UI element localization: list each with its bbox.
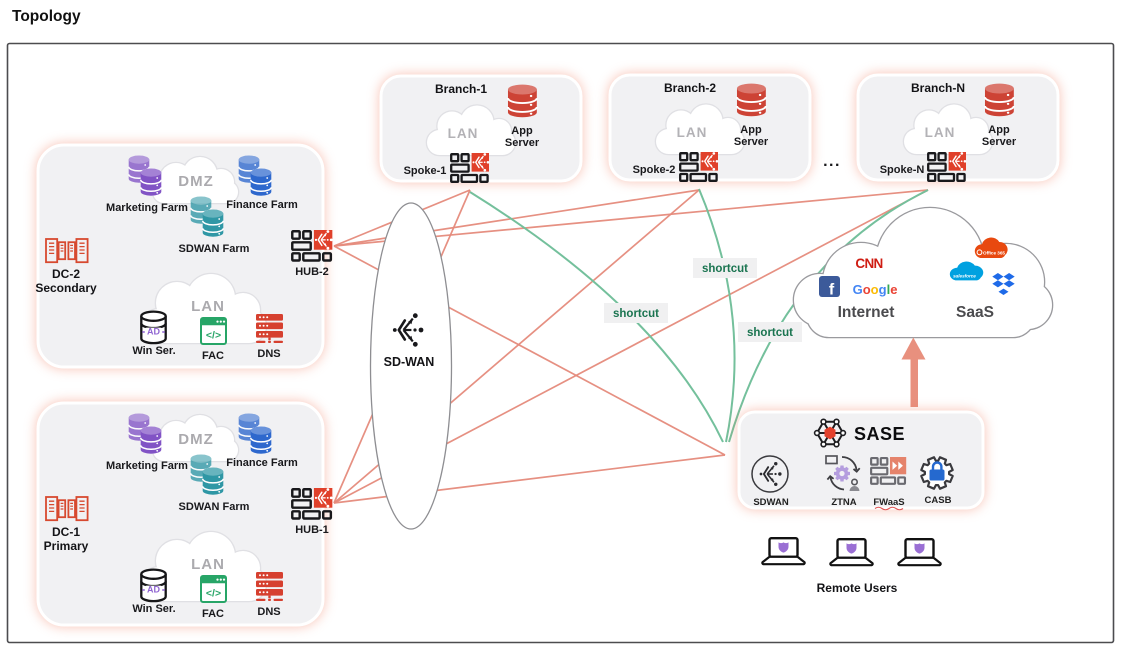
marketing-farm-label: Marketing Farm (106, 202, 188, 214)
fac-label: FAC (202, 350, 224, 362)
dc2-name-line2: Secondary (35, 281, 97, 295)
dmz-label: DMZ (178, 173, 214, 190)
shortcut-label-2: shortcut (604, 303, 668, 323)
cnn-logo: CNN (855, 256, 882, 271)
sdwan-farm-label: SDWAN Farm (179, 243, 250, 255)
lan-cloud: LAN (654, 103, 746, 156)
lan-cloud: LAN (140, 272, 268, 345)
app-server-label-line1: App (988, 124, 1010, 136)
finance-farm-label: Finance Farm (226, 199, 298, 211)
internet-label: Internet (838, 304, 895, 321)
app-server-label-line2: Server (982, 136, 1017, 148)
app-server-icon (735, 82, 767, 118)
salesforce-text: salesforce (953, 274, 976, 279)
sdwan-cloud: SD-WAN (369, 202, 453, 530)
shortcut-label-1: shortcut (693, 258, 757, 278)
spoke1-label: Spoke-1 (404, 165, 447, 177)
shortcut-label-3: shortcut (738, 322, 802, 342)
shortcut-label-text: shortcut (702, 263, 748, 275)
sase-sdwan-label: SDWAN (753, 497, 789, 508)
app-server-label-line1: App (511, 125, 533, 137)
win-server-icon (140, 310, 167, 345)
lan-cloud: LAN (140, 530, 268, 603)
sase-casb-icon (920, 456, 954, 490)
sase-ztna-label: ZTNA (831, 497, 856, 508)
dc1-name-line2: Primary (44, 539, 89, 553)
hub2-label: HUB-2 (295, 266, 329, 278)
fac-label: FAC (202, 608, 224, 620)
google-logo: Google (853, 282, 898, 297)
remote-user-laptop-icon (897, 538, 942, 567)
lan-cloud: LAN (425, 104, 517, 157)
office365-logo: Office 365 (974, 237, 1008, 258)
dc2-name-line1: DC-2 (52, 267, 80, 281)
branch2-group: Branch-2 LAN App Server Spoke-2 (608, 73, 812, 182)
app-server-label-line2: Server (734, 136, 769, 148)
win-server-label: Win Ser. (132, 345, 175, 357)
lan-label: LAN (191, 298, 225, 315)
shortcut-label-text: shortcut (747, 327, 793, 339)
sase-fwaas-label: FWaaS (873, 497, 904, 508)
branch1-title: Branch-1 (435, 82, 487, 96)
dc1-name-line1: DC-1 (52, 525, 80, 539)
finance-farm-label: Finance Farm (226, 457, 298, 469)
app-server-label-line2: Server (505, 137, 540, 149)
branch-ellipsis: ... (823, 153, 841, 170)
facebook-letter: f (829, 282, 835, 299)
dns-label: DNS (257, 348, 280, 360)
dmz-cloud: DMZ (151, 155, 240, 205)
app-server-icon (506, 83, 538, 119)
fac-icon (200, 575, 227, 603)
salesforce-logo: salesforce (949, 261, 984, 281)
sdwan-farm-label: SDWAN Farm (179, 501, 250, 513)
lan-label: LAN (448, 126, 479, 141)
sase-fwaas-icon (870, 457, 907, 485)
sase-hexagon-icon (813, 418, 847, 448)
fwaas-underline-squiggle (874, 506, 904, 511)
lan-cloud: LAN (902, 103, 994, 156)
lan-label: LAN (677, 125, 708, 140)
remote-user-laptop-icon (761, 537, 806, 566)
branchN-title: Branch-N (911, 81, 965, 95)
branchN-group: Branch-N LAN App Server Spoke-N (856, 73, 1060, 182)
marketing-farm-label: Marketing Farm (106, 460, 188, 472)
saas-label: SaaS (956, 304, 994, 321)
lan-label: LAN (925, 125, 956, 140)
dc2-group: DMZ Marketing Farm Finance Farm SDWAN Fa… (35, 143, 332, 369)
sase-ztna-icon (825, 455, 861, 491)
shortcut-spoke2-sase (698, 188, 736, 443)
spoke2-label: Spoke-2 (633, 164, 676, 176)
app-server-icon (983, 82, 1015, 118)
win-server-icon (140, 568, 167, 603)
spokeN-label: Spoke-N (880, 164, 925, 176)
remote-user-laptop-icon (829, 538, 874, 567)
sase-box (737, 410, 985, 510)
app-server-label-line1: App (740, 124, 762, 136)
branch2-title: Branch-2 (664, 81, 716, 95)
sase-sdwan-icon (751, 455, 789, 493)
dc1-group: DMZ Marketing Farm Finance Farm SDWAN Fa… (36, 401, 333, 627)
remote-users-group: Remote Users (761, 537, 942, 595)
shortcut-label-text: shortcut (613, 308, 659, 320)
dropbox-logo (992, 273, 1015, 296)
sdwan-cloud-label: SD-WAN (384, 355, 435, 369)
page-title: Topology (12, 8, 81, 25)
office365-text: Office 365 (983, 250, 1005, 255)
sase-group: SASE SDWAN ZTNA F (737, 410, 985, 511)
remote-users-label: Remote Users (817, 581, 898, 595)
win-server-label: Win Ser. (132, 603, 175, 615)
dmz-label: DMZ (178, 431, 214, 448)
sase-casb-label: CASB (925, 495, 952, 506)
dns-label: DNS (257, 606, 280, 618)
dmz-cloud: DMZ (151, 413, 240, 463)
lan-label: LAN (191, 556, 225, 573)
internet-saas-cloud: CNN f Google Internet Office 365 salesfo… (792, 206, 1054, 339)
sase-title: SASE (854, 424, 905, 444)
hub1-label: HUB-1 (295, 524, 329, 536)
facebook-logo: f (819, 276, 840, 299)
fac-icon (200, 317, 227, 345)
branch1-group: Branch-1 LAN App Server Spoke-1 (379, 74, 583, 183)
sase-to-internet-arrow (901, 337, 926, 407)
